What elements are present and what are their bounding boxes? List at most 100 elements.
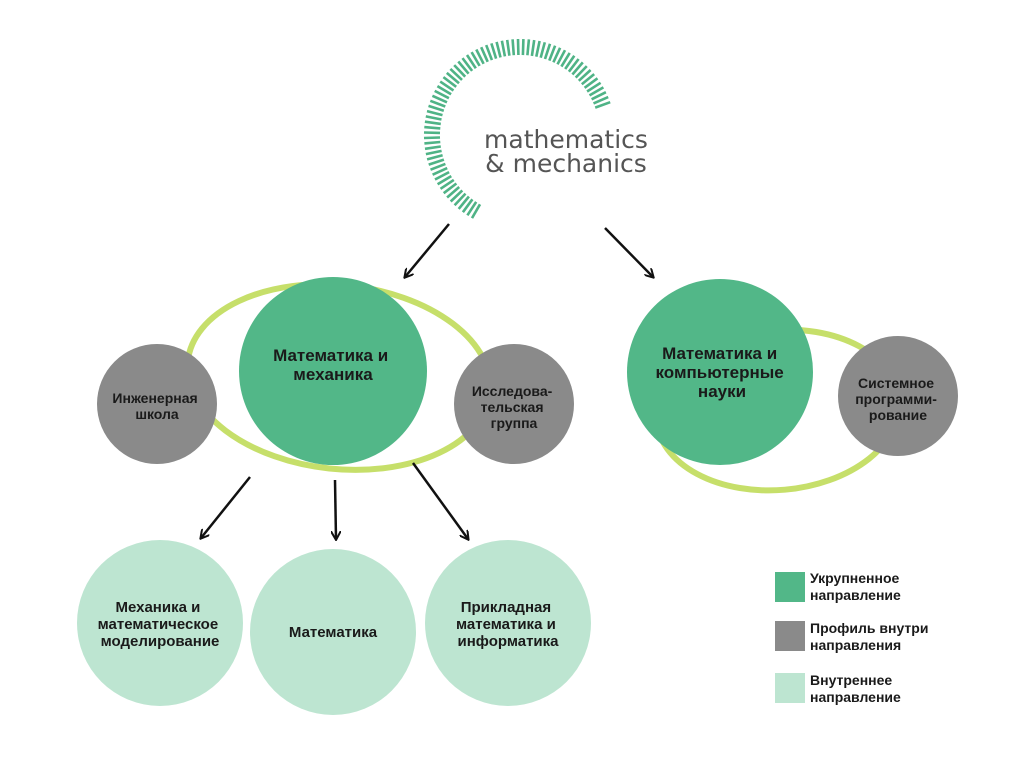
arrow-to-applied-math: [411, 462, 468, 539]
logo-arc-tick: [449, 189, 464, 203]
svg-text:Прикладная математика: Прикладная математика и информатика: [456, 599, 560, 650]
research-group-line-3: группа: [491, 415, 538, 431]
logo-arc-tick: [426, 154, 443, 161]
legend-inner-line-2: направление: [810, 689, 901, 705]
node-math-cs: Математика и компьютерные науки: [627, 279, 813, 465]
logo-arc-tick: [548, 45, 557, 62]
logo-arc-tick: [434, 89, 450, 100]
legend-swatch-profile: [775, 621, 805, 651]
logo-arc-tick: [484, 44, 494, 61]
logo-arc-tick: [586, 81, 602, 93]
node-math-mech: Математика и механика: [239, 277, 427, 465]
logo-arc-tick: [466, 201, 478, 217]
logo-arc-tick: [461, 198, 474, 213]
logo-arc-tick: [470, 203, 482, 219]
legend-swatch-inner: [775, 673, 805, 703]
node-eng-school: Инженерная школа: [97, 344, 217, 464]
logo-arc-tick: [446, 186, 461, 199]
logo-arc-tick: [594, 100, 611, 109]
logo-arc-tick: [436, 174, 452, 186]
logo-arc-tick: [424, 145, 441, 151]
logo-arc-tick: [470, 51, 481, 67]
logo-arc-tick: [424, 120, 441, 126]
svg-text:Механика и математичес: Механика и математическое моделирование: [98, 599, 223, 650]
logo-arc-icon: [423, 38, 611, 219]
logo-arc-tick: [461, 57, 474, 72]
svg-text:Укрупненное направле: Укрупненное направление: [810, 570, 903, 603]
legend-swatch-aggregated: [775, 572, 805, 602]
logo-arc-tick: [475, 48, 485, 65]
logo-arc-tick: [430, 162, 446, 171]
legend-inner-line-1: Внутреннее: [810, 672, 892, 688]
applied-math-line-2: математика и: [456, 616, 556, 633]
logo-arc-tick: [500, 40, 507, 57]
eng-school-line-2: школа: [135, 406, 179, 422]
math-cs-line-3: науки: [698, 382, 746, 401]
logo-line-2: & mechanics: [485, 149, 647, 178]
logo-arc-tick: [453, 64, 467, 78]
legend-profile-line-2: направления: [810, 637, 901, 653]
logo-arc-tick: [588, 86, 605, 97]
logo-arc-tick: [571, 61, 584, 76]
node-mathematics: Математика: [250, 549, 416, 715]
logo-arc-tick: [445, 71, 460, 85]
logo-arc-tick: [439, 178, 455, 190]
node-research-group: Исследова- тельская группа: [454, 344, 574, 464]
logo-arc-tick: [442, 76, 457, 88]
logo-arc-tick: [453, 192, 467, 207]
applied-math-line-1: Прикладная: [461, 599, 551, 616]
logo-arc-tick: [423, 136, 441, 140]
logo-arc-tick: [429, 99, 446, 108]
arrow-logo-to-math-cs: [604, 227, 653, 277]
logo-arc-tick: [539, 41, 547, 59]
logo-arc-tick: [577, 69, 592, 82]
logo-arc-tick: [526, 39, 531, 56]
logo-line-1: mathematics: [484, 125, 648, 154]
logo-arc-tick: [480, 46, 489, 63]
mech-modeling-line-2: математическое: [98, 616, 219, 633]
node-sys-prog: Системное программи- рование: [838, 336, 958, 456]
logo-arc-tick: [439, 80, 455, 92]
math-cs-line-1: Математика и: [662, 344, 777, 363]
eng-school-line-1: Инженерная: [112, 390, 197, 406]
svg-text:Исследова- тельская: Исследова- тельская группа: [472, 383, 556, 431]
logo-arc-tick: [495, 41, 502, 58]
sys-prog-line-3: рование: [869, 407, 927, 423]
logo-arc-tick: [591, 91, 607, 101]
logo-arc-tick: [535, 40, 541, 57]
logo-arc-tick: [567, 58, 580, 73]
logo-arc-tick: [564, 55, 576, 70]
math-mech-line-1: Математика и: [273, 346, 388, 365]
logo-arc-tick: [465, 54, 477, 70]
logo-arc-tick: [424, 125, 441, 130]
research-group-line-1: Исследова-: [472, 383, 553, 399]
logo-arc-tick: [560, 52, 571, 68]
logo-arc-tick: [552, 47, 562, 63]
logo-arc-tick: [592, 95, 609, 105]
applied-math-line-3: информатика: [458, 633, 560, 650]
arrow-logo-to-math-mech: [405, 223, 450, 277]
mech-modeling-line-1: Механика и: [115, 599, 200, 616]
legend-aggregated-line-2: направление: [810, 587, 901, 603]
logo-arc-tick: [431, 94, 448, 104]
legend-profile-line-1: Профиль внутри: [810, 620, 928, 636]
logo-arc-tick: [583, 77, 599, 89]
logo-arc-tick: [424, 140, 441, 145]
logo-arc-tick: [490, 43, 498, 59]
logo-arc-tick: [556, 49, 567, 65]
mathematics-line-1: Математика: [289, 624, 378, 641]
logo-arc-tick: [530, 39, 536, 57]
logo-arc-tick: [457, 60, 470, 75]
legend-item-profile: Профиль внутри направления: [775, 620, 928, 653]
logo-arc-tick: [449, 67, 463, 81]
svg-text:Внутреннее направлен: Внутреннее направление: [810, 672, 901, 705]
logo-arc-tick: [505, 39, 511, 56]
legend-item-aggregated: Укрупненное направление: [775, 570, 903, 603]
logo-arc-tick: [432, 166, 448, 176]
arrow-to-mech-modeling: [201, 476, 251, 538]
sys-prog-line-1: Системное: [858, 375, 934, 391]
arrow-to-mathematics: [335, 479, 336, 539]
logo-arc-tick: [428, 104, 445, 112]
node-applied-math: Прикладная математика и информатика: [425, 540, 591, 706]
